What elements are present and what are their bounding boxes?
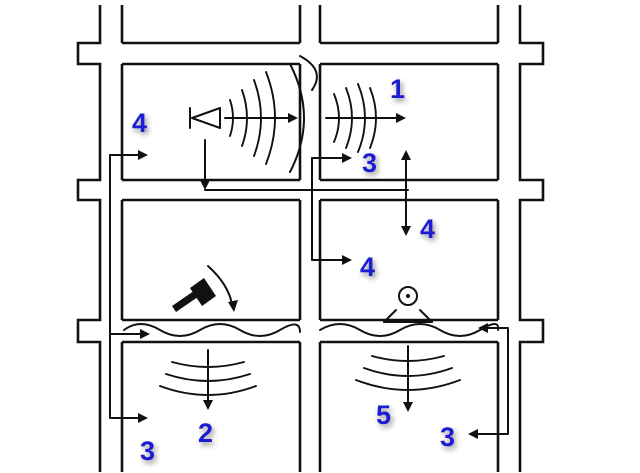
label-impact-sound: 2 (198, 418, 213, 448)
speaker-icon (189, 107, 221, 129)
equipment-vibration-path (319, 286, 500, 412)
motor-icon (383, 286, 433, 323)
label-equipment-vibration: 5 (376, 400, 391, 430)
diagram-labels: 1 2 3 3 3 4 4 4 5 (132, 74, 455, 466)
label-flanking-top: 3 (362, 148, 377, 178)
label-flanking-bottom-right: 3 (440, 422, 455, 452)
label-airborne-sound: 1 (390, 74, 405, 104)
building-structure (76, 5, 545, 472)
label-flanking-bottom-left: 3 (140, 436, 155, 466)
airborne-sound-path (189, 55, 406, 173)
impact-sound-path (123, 265, 301, 410)
flanking-paths (109, 139, 509, 439)
label-structure-borne-middle: 4 (360, 252, 375, 282)
hammer-icon (172, 278, 216, 312)
label-structure-borne-right: 4 (420, 214, 435, 244)
label-structure-borne-left: 4 (132, 108, 147, 138)
